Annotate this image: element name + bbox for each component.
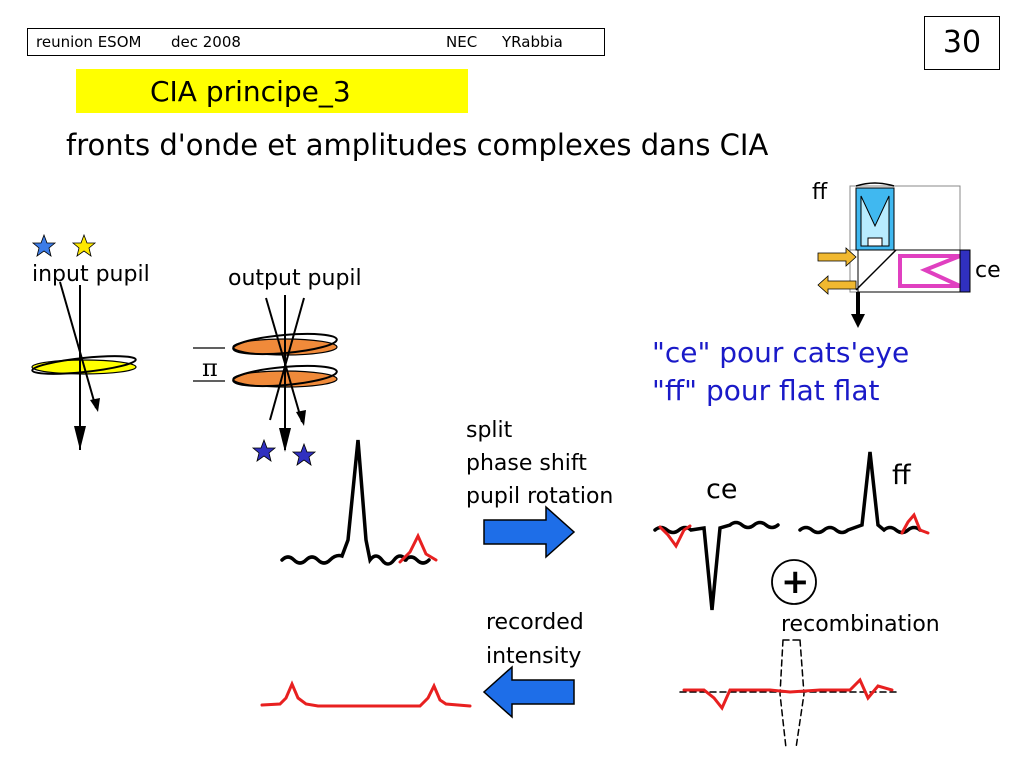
header-author: YRabbia [502, 33, 563, 51]
signal-ce [653, 520, 780, 611]
slide-title: CIA principe_3 [150, 75, 351, 108]
pi-label: π [202, 354, 218, 382]
header-meeting: reunion ESOM [36, 33, 142, 51]
star-output-left-icon [251, 438, 277, 462]
input-pupil-drawing [31, 281, 137, 450]
star-output-right-icon [291, 442, 317, 466]
recorded-label: recorded [486, 610, 584, 635]
header-org: NEC [446, 33, 478, 51]
plus-label: + [781, 562, 810, 602]
pupil-rotation-label: pupil rotation [466, 484, 614, 509]
signal-main [280, 439, 438, 566]
ff-optics-label: ff [812, 180, 828, 205]
star-yellow-icon [71, 233, 97, 257]
legend-ff: "ff" pour flat flat [652, 374, 880, 407]
cia-optics-schematic [817, 182, 971, 328]
signal-recorded-intensity [260, 680, 472, 708]
header-bar: reunion ESOM dec 2008 NEC YRabbia [27, 28, 605, 56]
slide-number: 30 [924, 16, 1000, 70]
ce-signal-label: ce [706, 474, 738, 505]
arrow-left-icon [482, 665, 575, 719]
output-pupil-drawing [193, 295, 338, 452]
arrow-right-icon [483, 505, 576, 559]
phase-shift-label: phase shift [466, 451, 587, 476]
legend-ce: "ce" pour cats'eye [652, 336, 910, 369]
input-pupil-label: input pupil [32, 262, 150, 287]
signal-ff [798, 451, 930, 535]
plus-circle-icon [771, 559, 817, 605]
star-blue-icon [31, 233, 57, 257]
split-label: split [466, 418, 513, 443]
header-date: dec 2008 [171, 33, 241, 51]
recombination-label: recombination [781, 612, 940, 637]
signal-recombination [679, 639, 901, 749]
output-pupil-label: output pupil [228, 266, 362, 291]
ff-signal-label: ff [892, 460, 911, 491]
ce-optics-label: ce [975, 258, 1001, 283]
slide-subtitle: fronts d'onde et amplitudes complexes da… [66, 128, 769, 162]
title-highlight [76, 69, 468, 113]
intensity-label: intensity [486, 644, 582, 669]
